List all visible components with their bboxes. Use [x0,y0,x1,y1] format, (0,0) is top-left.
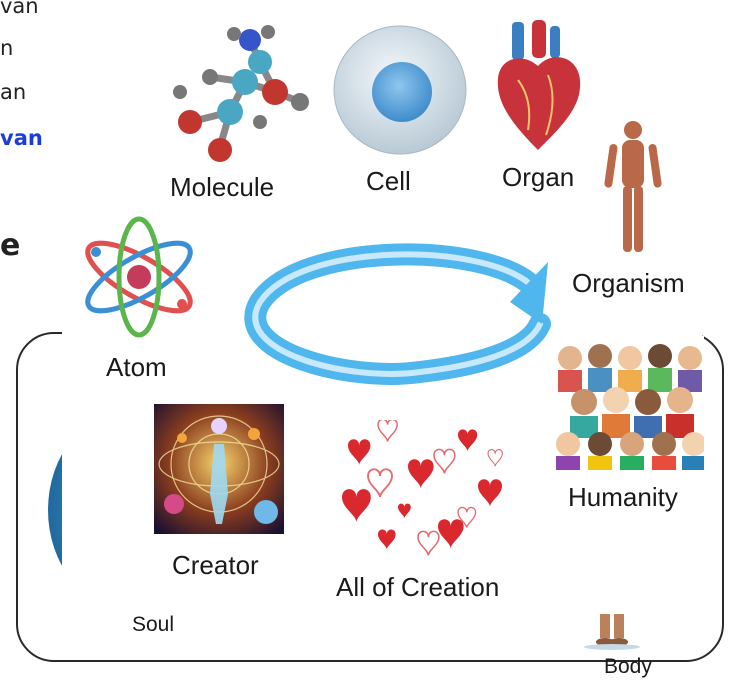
atom-label: Atom [106,352,167,383]
side-text-3: an [0,80,26,104]
all-of-creation-label: All of Creation [336,572,499,603]
creator-cosmic-image [154,404,284,534]
organ-label: Organ [502,162,574,193]
body-label: Body [604,655,652,679]
humanity-crowd-icon [554,336,704,470]
side-text-5: e [0,228,20,263]
molecule-label: Molecule [170,172,274,203]
molecule-icon [150,22,320,172]
heart-organ-icon [488,20,588,155]
side-text-2: n [0,36,13,60]
soul-label: Soul [132,613,174,637]
cell-label: Cell [366,166,411,197]
side-text-4: van [0,126,43,150]
side-text-1: van [0,0,39,18]
humanity-label: Humanity [568,482,678,513]
cycle-arrow-icon [230,232,560,392]
organism-figure-icon [602,120,664,260]
creator-label: Creator [172,550,259,581]
organism-label: Organism [572,268,685,299]
hearts-icon [338,420,514,560]
cell-icon [330,20,470,160]
atom-icon [74,212,204,342]
